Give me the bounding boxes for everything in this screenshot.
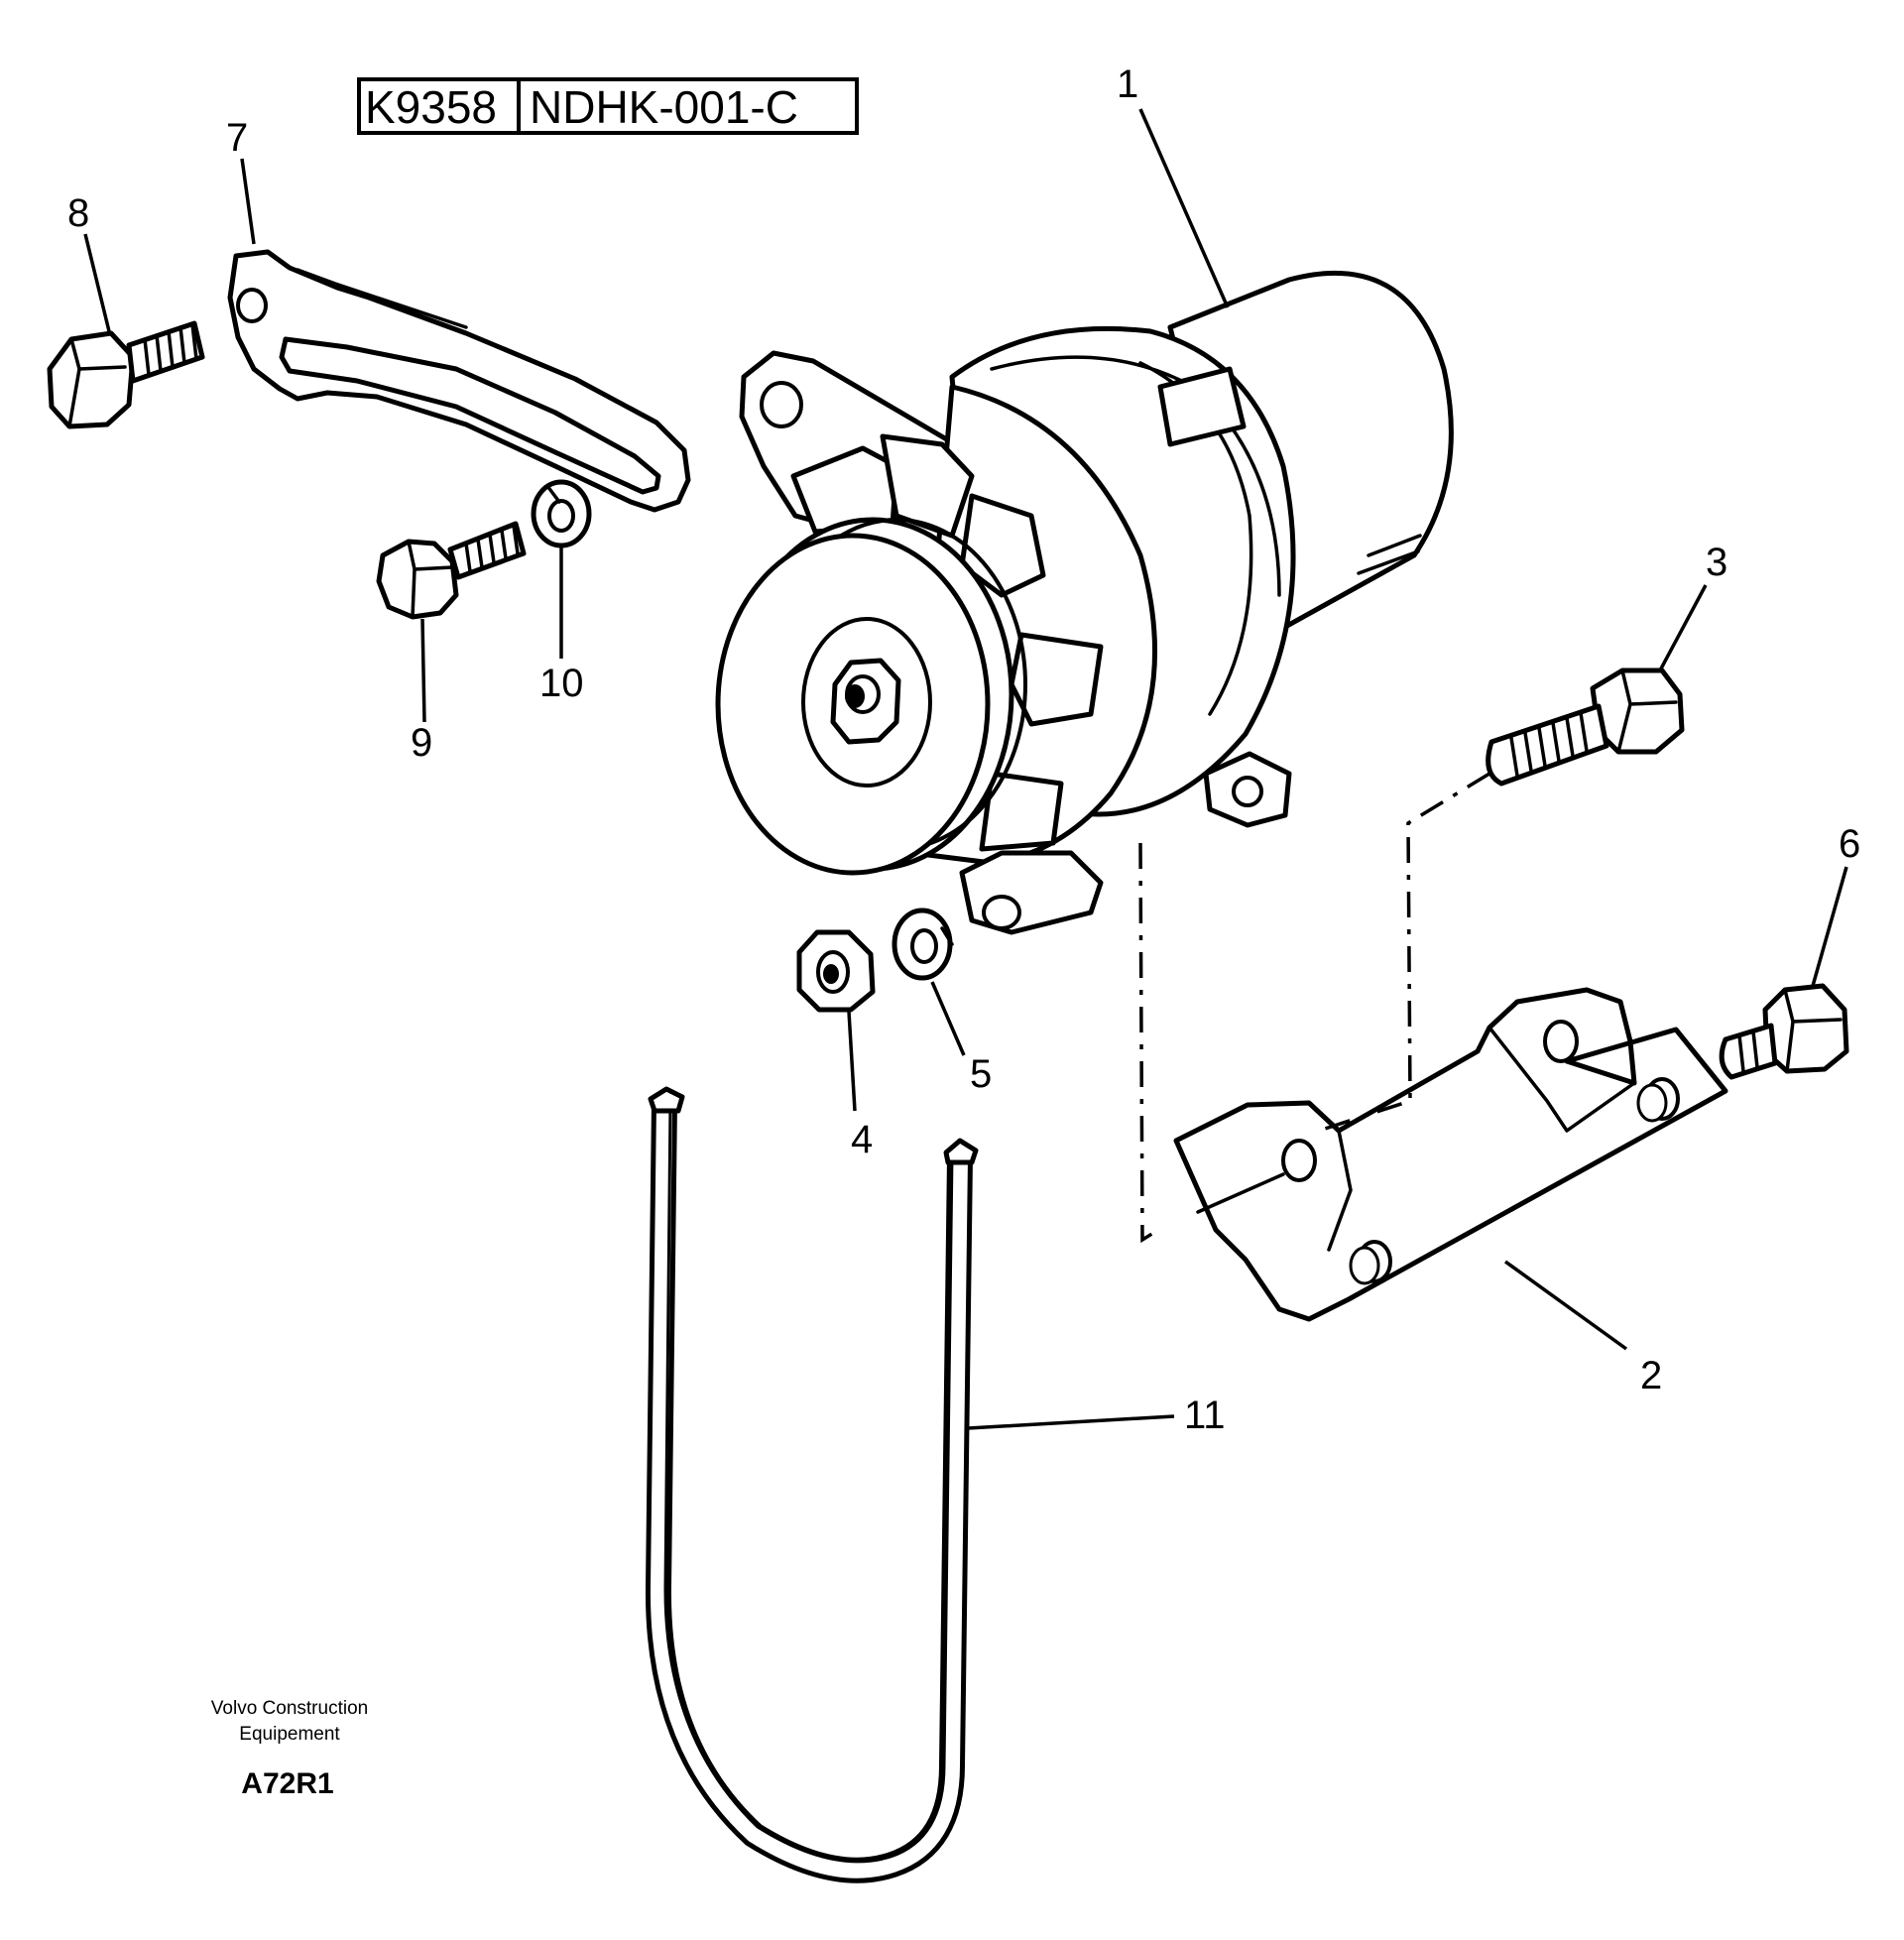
part-1-alternator (715, 270, 1454, 935)
footer-credit: Volvo Construction Equipement A72R1 (211, 1698, 368, 1800)
part-10-lock-washer (531, 479, 592, 548)
reference-code-box: K9358 NDHK-001-C (357, 77, 859, 135)
callout-1: 1 (1117, 62, 1138, 106)
callout-10: 10 (539, 662, 584, 705)
part-2-mounting-bracket (1173, 987, 1728, 1322)
part-3-bolt (1486, 667, 1685, 787)
part-7-adjusting-strap (227, 249, 691, 513)
callout-labels: 1 2 3 4 5 6 7 8 9 10 11 (67, 62, 1860, 1437)
callout-6: 6 (1839, 822, 1860, 866)
credit-line-2: Equipement (239, 1724, 340, 1745)
reference-code-left: K9358 (365, 81, 497, 133)
callout-8: 8 (67, 191, 89, 235)
callout-11: 11 (1184, 1394, 1226, 1437)
callout-2: 2 (1640, 1354, 1662, 1397)
leader-lines (83, 108, 1848, 1430)
credit-line-1: Volvo Construction (211, 1698, 368, 1719)
callout-5: 5 (970, 1052, 992, 1096)
part-4-nut (796, 929, 876, 1013)
part-5-lock-washer (892, 908, 954, 981)
part-8-bolt (47, 320, 205, 429)
part-6-bolt (1719, 983, 1849, 1080)
callout-3: 3 (1706, 541, 1727, 584)
reference-code-right: NDHK-001-C (530, 81, 798, 133)
callout-4: 4 (851, 1118, 873, 1161)
callout-7: 7 (226, 116, 248, 160)
part-11-v-belt (645, 1086, 979, 1883)
part-9-bolt (376, 521, 527, 620)
callout-9: 9 (411, 721, 432, 765)
assembly-lines (1138, 772, 1490, 1244)
figure-id: A72R1 (241, 1767, 333, 1800)
